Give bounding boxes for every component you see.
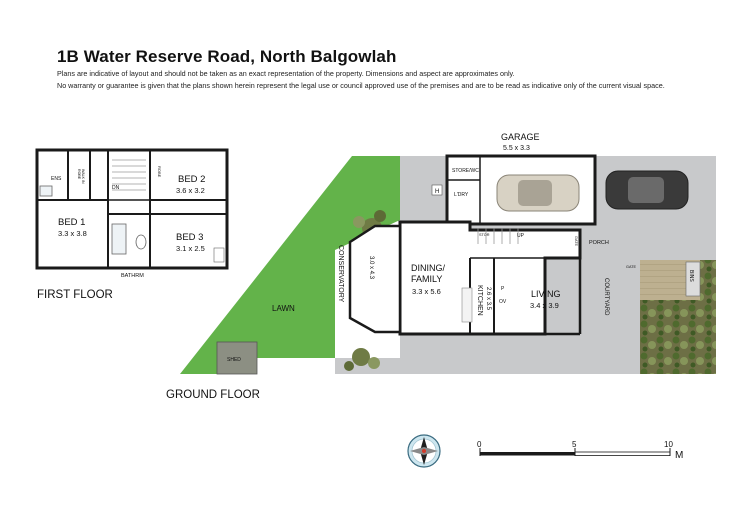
conservatory-dims: 3.0 x 4.3 <box>368 256 374 280</box>
ff-dn-label: DN <box>112 185 120 191</box>
gf-gate-label-2: GATE <box>626 265 637 269</box>
compass-icon <box>407 434 441 468</box>
scale-tick-10: 10 <box>664 440 673 449</box>
scale-unit: M <box>675 450 683 461</box>
conservatory-name: CONSERVATORY <box>337 245 344 303</box>
ff-wir-label-1: WALK IN <box>81 169 85 184</box>
conservatory-room <box>348 224 402 334</box>
lawn-area <box>180 156 400 374</box>
living-dims: 3.4 x 3.9 <box>530 301 559 310</box>
bed1-name: BED 1 <box>58 217 85 228</box>
driveway-car <box>605 170 689 210</box>
gf-store-label: STORE/WC <box>452 168 479 174</box>
first-floor-plan: ENS WALK IN ROBE DN ROBE BED 1 3.3 x 3.8… <box>35 148 229 301</box>
bed2-name: BED 2 <box>178 174 205 185</box>
gf-ldry-label: L'DRY <box>454 192 469 198</box>
lawn-label: LAWN <box>272 304 295 313</box>
living-name: LIVING <box>531 289 561 299</box>
ff-robe-label: ROBE <box>157 166 162 178</box>
bed3-dims: 3.1 x 2.5 <box>176 244 205 253</box>
gf-up-label: UP <box>517 233 525 239</box>
disclaimer-line-1: Plans are indicative of layout and shoul… <box>57 69 515 78</box>
scale-bar: 0 5 10 M <box>477 440 683 461</box>
disclaimer-line-2: No warranty or guarantee is given that t… <box>57 81 665 90</box>
bed1-dims: 3.3 x 3.8 <box>58 229 87 238</box>
kitchen-dims: 2.6 x 3.5 <box>485 287 491 311</box>
garage-name: GARAGE <box>501 132 540 142</box>
kitchen-name: KITCHEN <box>476 285 483 316</box>
gf-courtyard-label: COURTYARD <box>603 278 609 316</box>
dining-name-1: DINING/ <box>411 263 446 273</box>
ff-wir-label-2: ROBE <box>77 169 81 180</box>
gf-h-label: H <box>435 189 439 195</box>
gf-bins-label: BINS <box>688 270 694 282</box>
garage-car <box>496 174 580 212</box>
gf-ov-label: OV <box>499 299 507 305</box>
ground-floor-plan: GARAGE 5.5 x 3.3 STORE/WC H L'DRY STOR U… <box>166 132 716 401</box>
dining-name-2: FAMILY <box>411 274 442 284</box>
gf-porch-label: PORCH <box>589 240 609 246</box>
ground-floor-heading: GROUND FLOOR <box>166 389 260 401</box>
dining-dims: 3.3 x 5.6 <box>412 287 441 296</box>
bed2-dims: 3.6 x 3.2 <box>176 186 205 195</box>
property-title: 1B Water Reserve Road, North Balgowlah <box>57 47 397 66</box>
garage-dims: 5.5 x 3.3 <box>503 145 530 152</box>
scale-tick-0: 0 <box>477 440 482 449</box>
bed3-name: BED 3 <box>176 232 203 243</box>
gf-stor-label: STOR <box>479 233 490 237</box>
ff-bathrm-label: BATHRM <box>121 273 144 279</box>
scale-tick-5: 5 <box>572 440 577 449</box>
shed-label: SHED <box>227 357 241 363</box>
gf-gate-label-1: GATE <box>574 236 578 247</box>
gf-p-label: P <box>501 286 505 292</box>
ff-ens-label: ENS <box>51 176 62 182</box>
shed <box>216 341 258 375</box>
bins-area <box>685 261 701 297</box>
first-floor-heading: FIRST FLOOR <box>37 289 113 301</box>
